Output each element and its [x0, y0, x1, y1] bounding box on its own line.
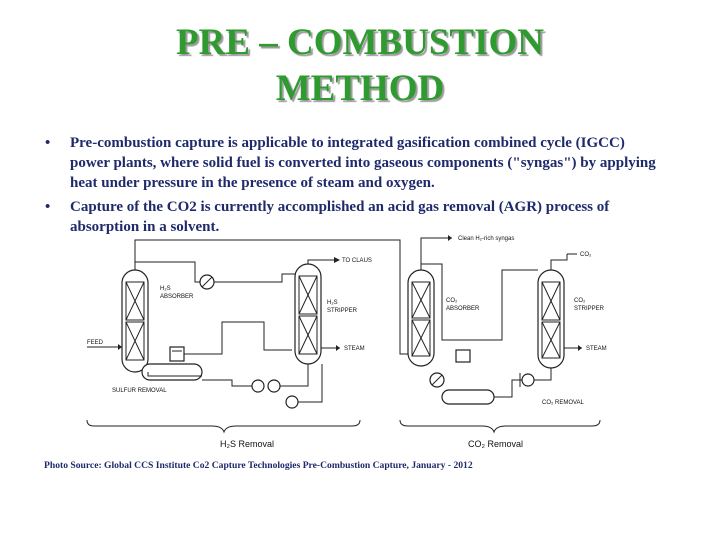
page-title: PRE – COMBUSTION METHOD — [0, 20, 720, 112]
to-claus-label: TO CLAUS — [342, 258, 372, 264]
steam-label: STEAM — [586, 346, 607, 352]
co2-stripper-label-2: STRIPPER — [574, 306, 605, 312]
h2s-stripper-label-2: STRIPPER — [327, 308, 358, 314]
co2-stripper-label: CO₂ — [574, 298, 586, 304]
h2s-removal-caption: H₂S Removal — [220, 439, 274, 449]
clean-syngas-label: Clean H₂-rich syngas — [458, 236, 514, 242]
feed-label: FEED — [87, 340, 104, 346]
pump-icon — [285, 395, 299, 409]
bullet-marker: • — [45, 199, 51, 215]
photo-source-caption: Photo Source: Global CCS Institute Co2 C… — [44, 460, 473, 471]
co2-out-label: CO₂ — [580, 252, 592, 258]
sulfur-removal-vessel — [141, 363, 203, 381]
process-flow-diagram: TO CLAUS H₂S ABSORBER H₂S STRIPPER FEED … — [86, 235, 607, 449]
bullet-list: • Pre-combustion capture is applicable t… — [45, 133, 665, 241]
pump-icon — [521, 373, 535, 387]
title-line-1: PRE – COMBUSTION — [176, 22, 544, 63]
bullet-marker: • — [45, 135, 51, 151]
title-line-2: METHOD — [275, 68, 445, 109]
bullet-text: Capture of the CO2 is currently accompli… — [70, 199, 610, 235]
co2-removal-small-label: CO₂ REMOVAL — [542, 400, 585, 406]
co2-absorber-label: CO₂ — [446, 298, 458, 304]
h2s-stripper-label: H₂S — [327, 300, 338, 306]
lean-rich-exchanger-icon — [251, 379, 265, 393]
sulfur-removal-label: SULFUR REMOVAL — [112, 388, 167, 394]
steam-label: STEAM — [344, 346, 365, 352]
pump-icon — [267, 379, 281, 393]
bullet-item: • Capture of the CO2 is currently accomp… — [45, 197, 665, 237]
h2s-absorber-column — [121, 269, 149, 373]
bullet-text: Pre-combustion capture is applicable to … — [70, 135, 656, 191]
co2-stripper-column — [537, 269, 565, 369]
co2-absorber-label-2: ABSORBER — [446, 306, 480, 312]
bullet-item: • Pre-combustion capture is applicable t… — [45, 133, 665, 193]
h2s-stripper-column — [294, 263, 322, 365]
flash-drum-icon — [455, 349, 471, 363]
flash-drum-icon — [169, 346, 185, 362]
co2-flash-vessel — [441, 389, 495, 405]
h2s-absorber-label-2: ABSORBER — [160, 294, 194, 300]
co2-removal-caption: CO₂ Removal — [468, 439, 523, 449]
h2s-absorber-label: H₂S — [160, 286, 171, 292]
co2-absorber-column — [407, 269, 435, 367]
